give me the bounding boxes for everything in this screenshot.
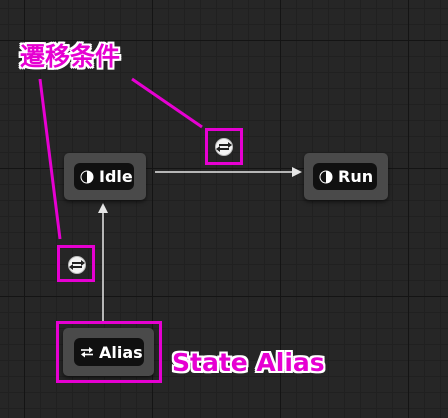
state-half-circle-icon (319, 170, 333, 183)
highlight-box-transition-rule (57, 245, 95, 282)
state-pill-idle: Idle (74, 163, 134, 190)
transition-rule-icon[interactable] (215, 138, 233, 156)
highlight-box-transition-rule (205, 128, 243, 165)
annotation-pointer-line (131, 77, 203, 129)
state-label-run: Run (338, 167, 374, 186)
state-label-idle: Idle (99, 167, 133, 186)
annotation-state-alias: State Alias (172, 348, 325, 377)
state-node-idle[interactable]: Idle (64, 153, 146, 200)
highlight-box-state-alias (56, 321, 162, 383)
state-node-alias[interactable]: Alias (63, 328, 154, 376)
alias-to-idle-arrowhead (98, 203, 108, 213)
idle-to-run-arrowhead (292, 167, 302, 177)
state-pill-run: Run (313, 163, 377, 190)
annotation-transition-rule: 遷移条件 (20, 42, 121, 71)
swap-arrows-icon (81, 347, 93, 358)
annotation-pointer-line (38, 78, 62, 240)
transition-rule-icon[interactable] (68, 256, 86, 274)
state-label-alias: Alias (99, 342, 143, 362)
state-pill-alias: Alias (74, 338, 144, 366)
state-half-circle-icon (80, 170, 94, 183)
state-node-run[interactable]: Run (304, 153, 388, 200)
